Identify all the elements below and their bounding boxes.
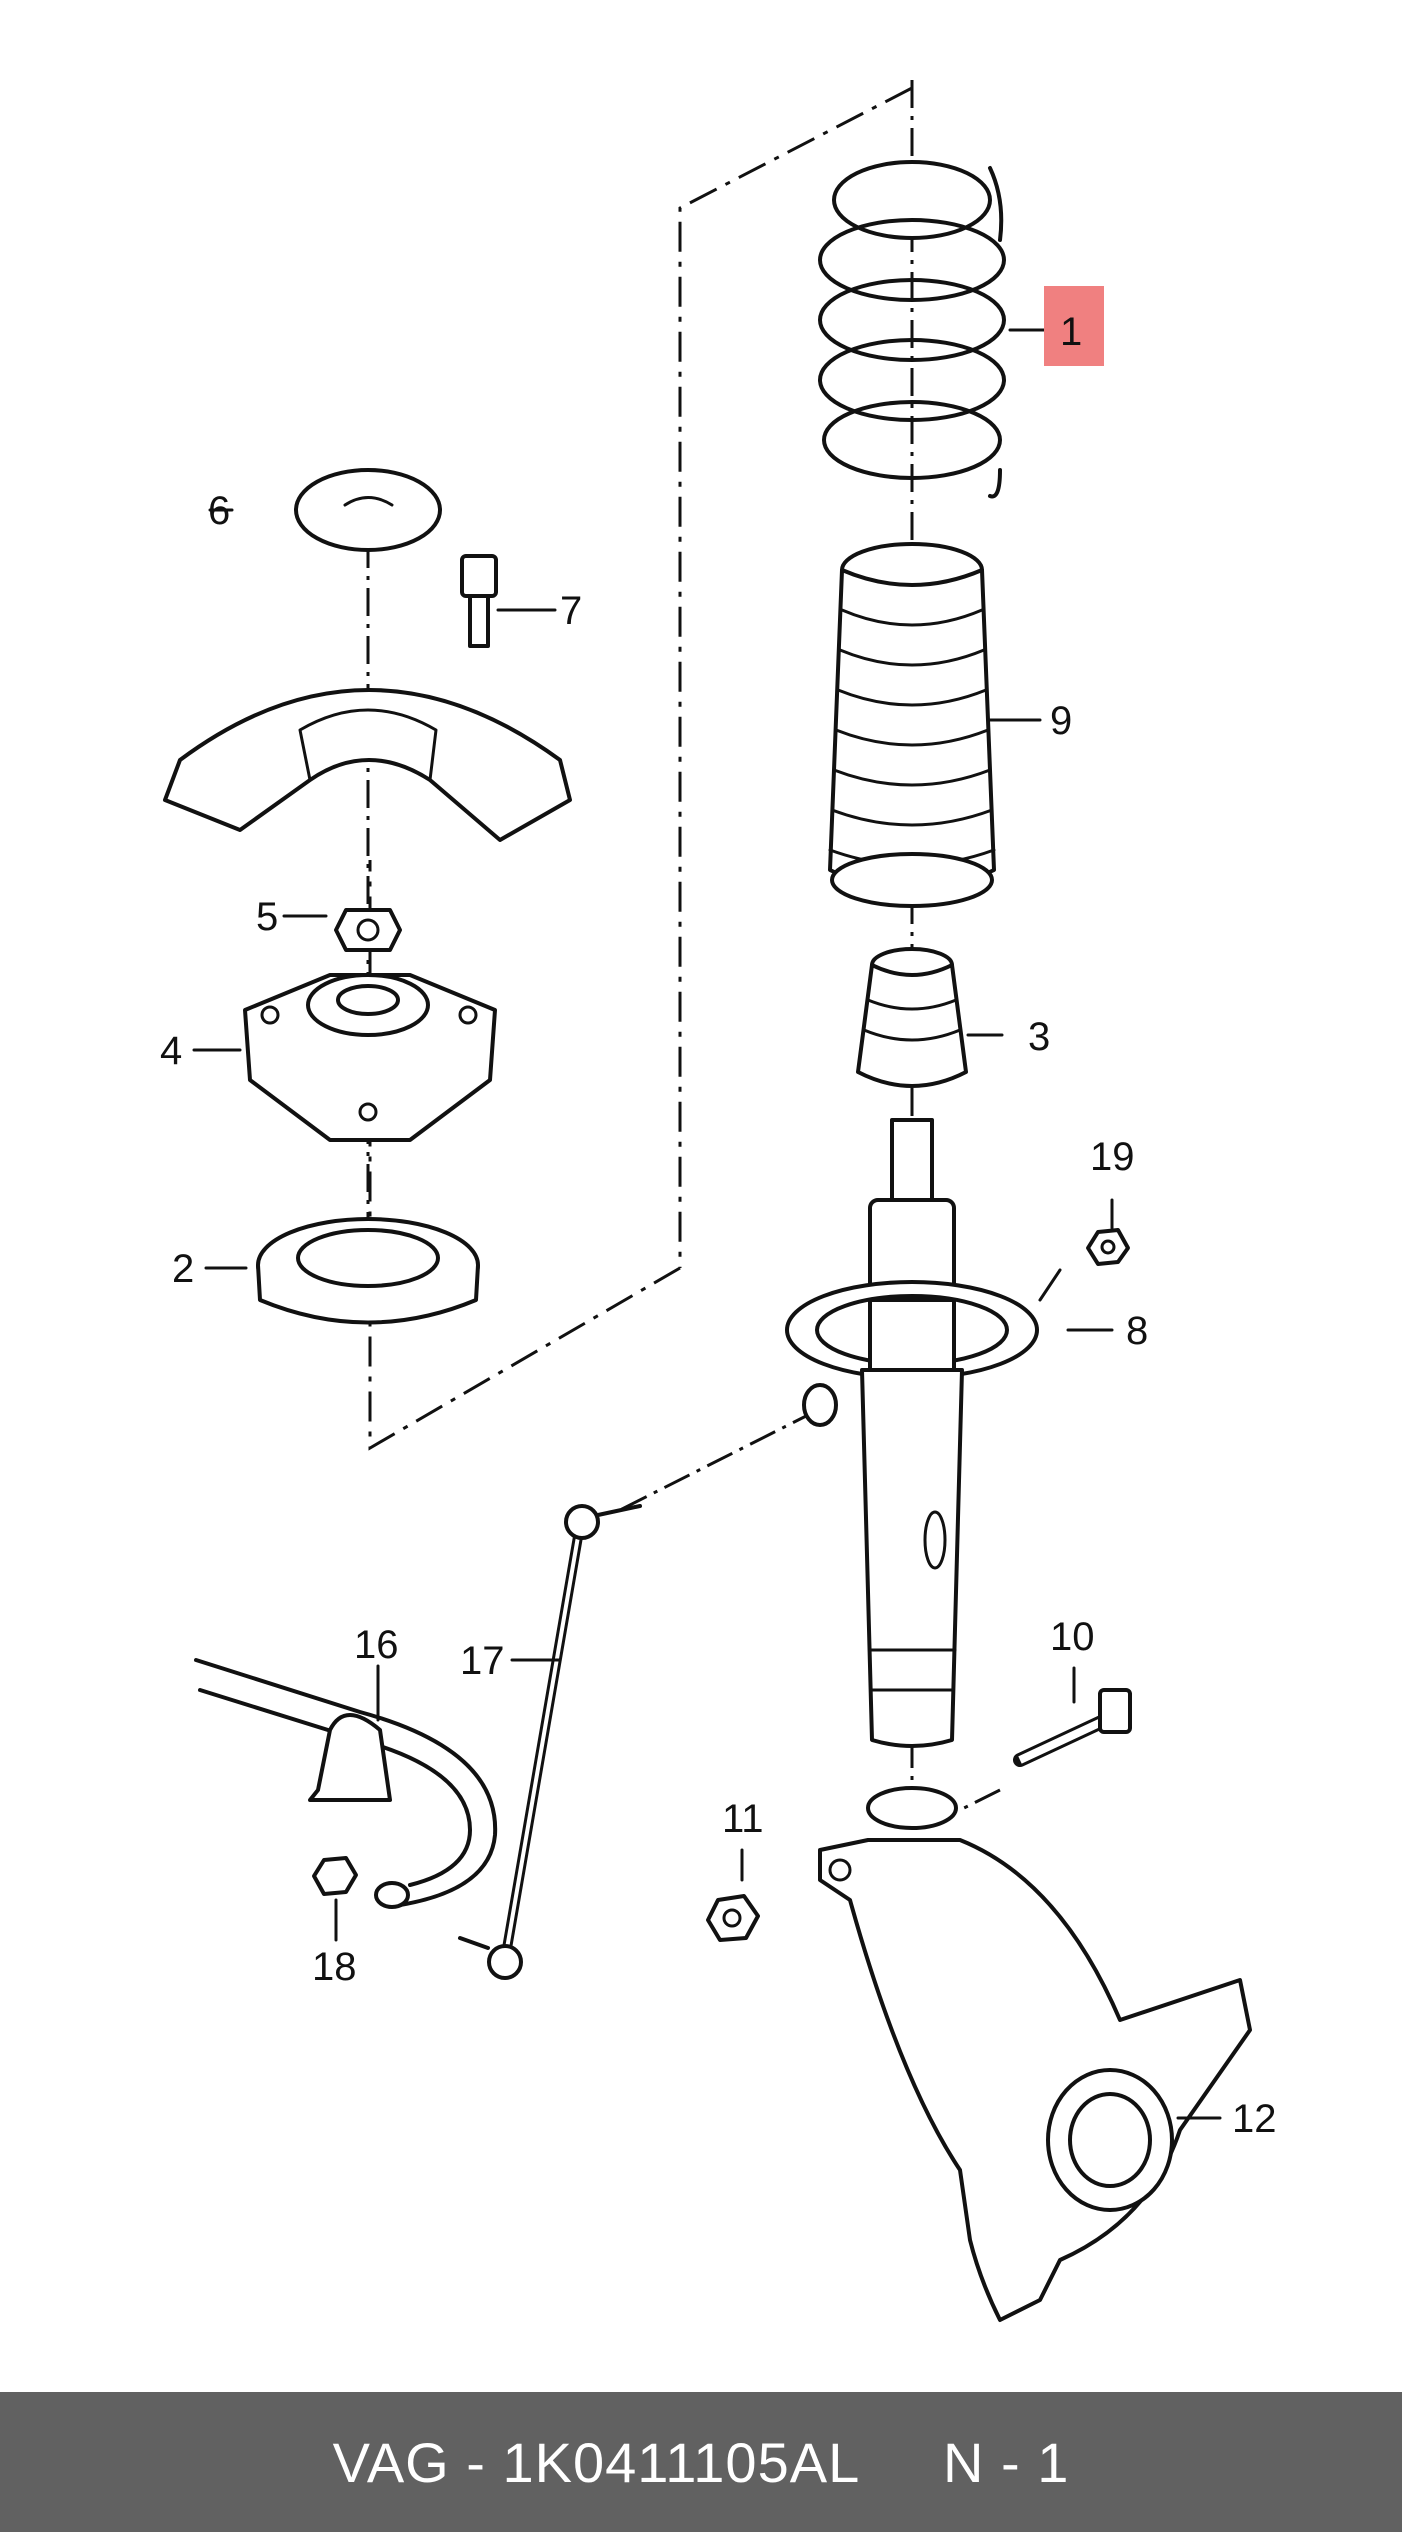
link-axis <box>619 1408 819 1512</box>
stabilizer-bar <box>194 1658 498 1909</box>
cover-plate <box>163 688 572 842</box>
callout-5: 5 <box>256 895 278 939</box>
strut-assembly <box>785 1118 1039 1748</box>
dust-boot <box>828 542 996 908</box>
nut-19 <box>1086 1228 1130 1266</box>
bolt-7 <box>460 554 498 648</box>
nut-5 <box>334 908 402 952</box>
nut-18 <box>312 1856 358 1896</box>
footer-ref: N - 1 <box>943 2430 1070 2494</box>
cap <box>294 468 442 552</box>
footer-brand: VAG <box>332 2430 450 2494</box>
stabilizer-link <box>458 1504 642 1980</box>
callout-10: 10 <box>1050 1615 1095 1659</box>
callout-17: 17 <box>460 1639 505 1683</box>
coil-spring <box>818 160 1006 499</box>
steering-knuckle <box>818 1786 1252 2322</box>
callout-18: 18 <box>312 1945 357 1989</box>
callout-16: 16 <box>354 1623 399 1667</box>
callout-1: 1 <box>1060 310 1082 354</box>
footer-text: VAG - 1K0411105AL N - 1 <box>333 2430 1070 2495</box>
bolt-axis <box>959 1788 1001 1812</box>
footer-separator: - <box>466 2430 486 2494</box>
bolt-10 <box>1013 1688 1132 1767</box>
callout-7: 7 <box>560 589 582 633</box>
callout-9: 9 <box>1050 699 1072 743</box>
exploded-parts-diagram: 1 2 3 4 5 6 7 8 9 10 11 12 16 17 18 19 <box>160 80 1277 2322</box>
assembly-frame <box>368 86 913 1451</box>
callout-8: 8 <box>1126 1309 1148 1353</box>
callout-2: 2 <box>172 1247 194 1291</box>
footer-part-number: 1K0411105AL <box>502 2430 861 2494</box>
callout-19: 19 <box>1090 1135 1135 1179</box>
callout-leaders <box>192 328 1222 2120</box>
callout-6: 6 <box>208 489 230 533</box>
callout-highlight <box>1044 286 1104 366</box>
strut-mount <box>243 973 497 1142</box>
nut-11 <box>706 1894 760 1942</box>
callout-4: 4 <box>160 1029 182 1073</box>
part-number-footer: VAG - 1K0411105AL N - 1 <box>0 2392 1402 2532</box>
bump-stop <box>856 947 968 1088</box>
callout-12: 12 <box>1232 2097 1277 2141</box>
bearing <box>256 1217 480 1325</box>
callout-11: 11 <box>722 1797 764 1841</box>
callout-3: 3 <box>1028 1015 1050 1059</box>
